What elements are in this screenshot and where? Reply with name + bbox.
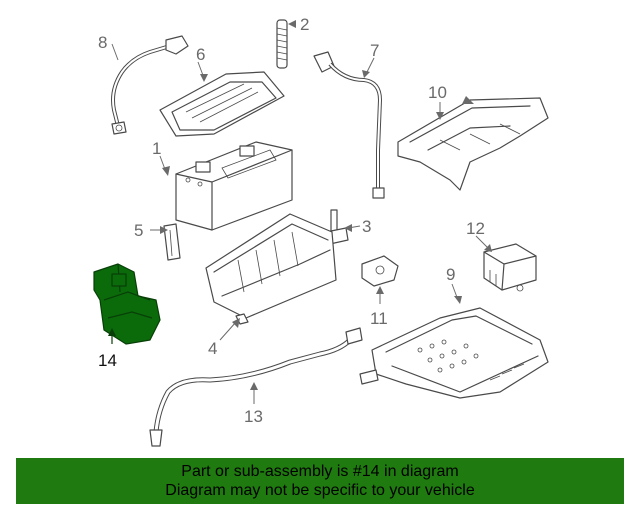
parts-diagram: 8 6 2 7 10 1 5 3 12 9 11 4 13 14 <box>93 15 549 447</box>
banner-line-1: Part or sub-assembly is #14 in diagram <box>181 463 459 480</box>
callout-11: 11 <box>370 309 388 328</box>
part-13-battery-cable[interactable] <box>149 327 363 447</box>
callout-13: 13 <box>244 407 263 426</box>
part-11-sensor[interactable] <box>361 255 399 287</box>
part-5-clip[interactable] <box>163 223 181 261</box>
part-14-highlighted-assembly[interactable] <box>93 263 161 345</box>
part-7-battery-cable[interactable] <box>313 51 385 199</box>
leaders <box>108 20 492 404</box>
part-8-battery-cable[interactable] <box>111 35 189 135</box>
part-10-bracket[interactable] <box>397 96 549 191</box>
callout-1: 1 <box>152 139 161 158</box>
callout-2: 2 <box>300 15 309 34</box>
callout-labels: 8 6 2 7 10 1 5 3 12 9 11 4 13 14 <box>98 15 485 426</box>
info-banner: Part or sub-assembly is #14 in diagram D… <box>16 458 624 504</box>
callout-12: 12 <box>466 219 485 238</box>
banner-line-2: Diagram may not be specific to your vehi… <box>165 482 475 499</box>
callout-4: 4 <box>208 339 217 358</box>
part-6-battery-cover[interactable] <box>159 71 285 137</box>
callout-3: 3 <box>362 217 371 236</box>
part-9-lower-tray[interactable] <box>359 307 549 399</box>
callout-10: 10 <box>428 83 447 102</box>
callout-14: 14 <box>98 351 117 370</box>
callout-6: 6 <box>196 45 205 64</box>
callout-8: 8 <box>98 33 107 52</box>
part-2-bolt[interactable] <box>276 19 288 69</box>
part-12-module[interactable] <box>483 243 537 292</box>
part-1-battery[interactable] <box>175 141 293 231</box>
callout-5: 5 <box>134 221 143 240</box>
callout-7: 7 <box>370 41 379 60</box>
callout-9: 9 <box>446 265 455 284</box>
part-4-battery-tray[interactable] <box>205 213 337 325</box>
